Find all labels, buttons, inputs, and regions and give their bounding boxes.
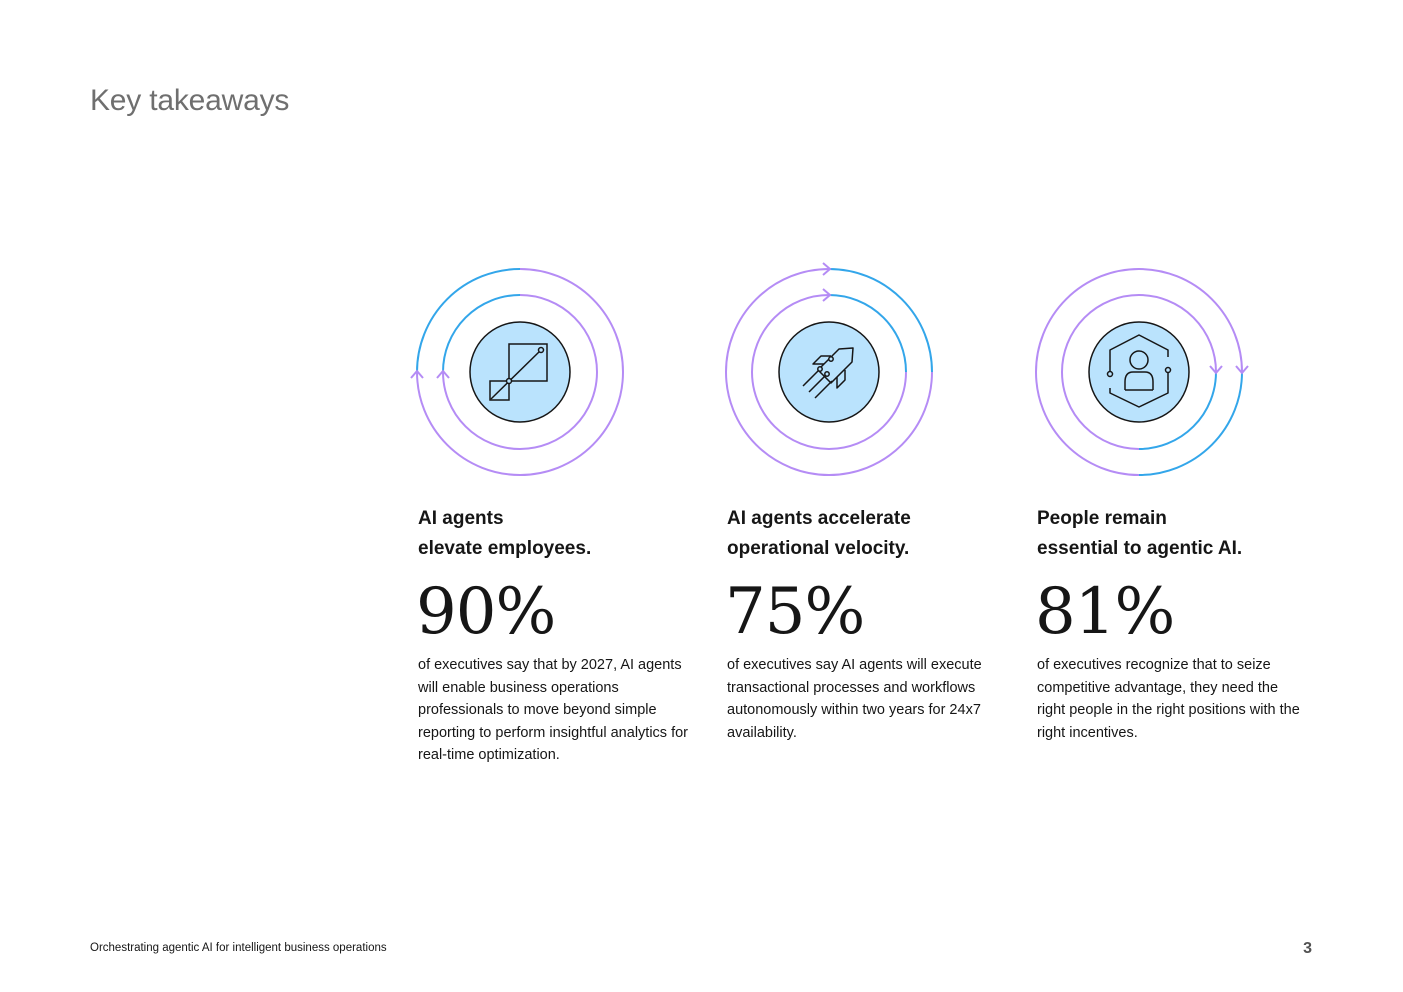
rocket-icon [802,347,854,399]
takeaway-card-2: AI agents accelerate operational velocit… [719,262,1009,744]
card-title: AI agents elevate employees. [418,504,700,564]
card-title-line: People remain [1037,508,1167,529]
stat-value: 81% [1035,575,1175,649]
footer-text: Orchestrating agentic AI for intelligent… [90,942,387,954]
page-number: 3 [1303,940,1312,957]
takeaway-card-3: People remain essential to agentic AI. 8… [1029,262,1319,744]
cycle-graphic [1029,262,1249,482]
card-title-line: AI agents accelerate [727,508,911,529]
card-title-line: AI agents [418,508,504,529]
stat-description: of executives recognize that to seize co… [1037,657,1300,741]
card-title: People remain essential to agentic AI. [1037,504,1319,564]
diagonal-squares-icon [489,343,548,401]
person-hexagon-icon [1106,334,1172,408]
stat-description: of executives say that by 2027, AI agent… [418,657,688,763]
cycle-graphic [719,262,939,482]
stat-value: 75% [725,575,865,649]
cycle-graphic [410,262,630,482]
card-title-line: operational velocity. [727,538,910,559]
stat-value: 90% [416,575,556,649]
page-title: Key takeaways [90,84,290,117]
card-title: AI agents accelerate operational velocit… [727,504,1009,564]
takeaway-card-1: AI agents elevate employees. 90% of exec… [410,262,700,767]
stat-description: of executives say AI agents will execute… [727,657,982,741]
card-title-line: elevate employees. [418,538,592,559]
card-title-line: essential to agentic AI. [1037,538,1243,559]
